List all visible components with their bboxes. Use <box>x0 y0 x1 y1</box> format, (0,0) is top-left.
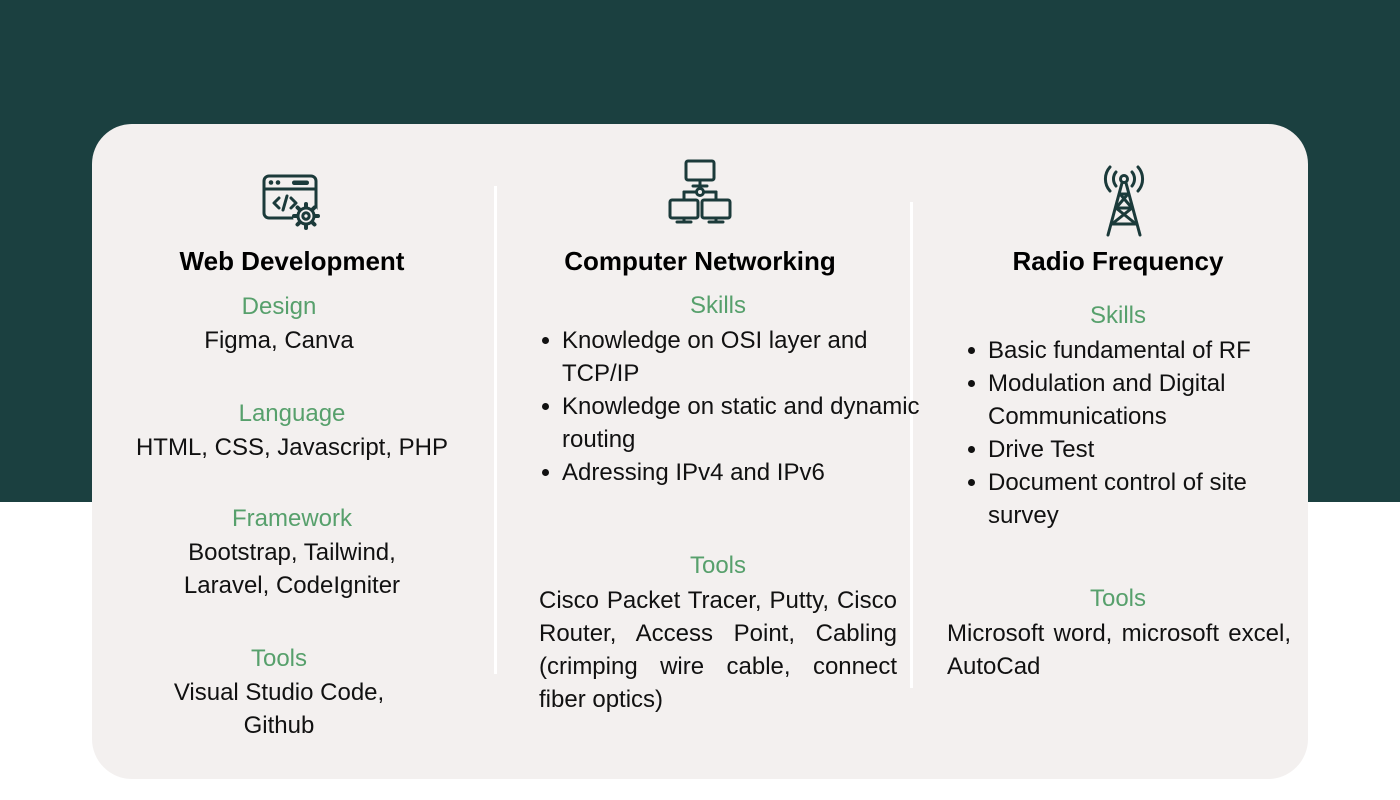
column-title: Web Development <box>179 246 405 276</box>
design-tools-text: Figma, Canva <box>204 327 354 354</box>
web-development-icon <box>262 174 320 230</box>
network-icon <box>668 159 732 224</box>
networking-tools-text: Cisco Packet Tracer, Putty, Cisco Router… <box>539 587 897 713</box>
section-heading-design: Design <box>241 293 317 320</box>
list-item: Basic fundamental of RF <box>968 334 1318 367</box>
section-heading-language: Language <box>238 400 346 427</box>
web-tools-text: Visual Studio Code, Github <box>173 679 385 739</box>
list-item: Drive Test <box>968 433 1318 466</box>
column-divider <box>494 186 497 674</box>
section-heading-skills: Skills <box>689 292 746 319</box>
list-item: Knowledge on OSI layer and TCP/IP <box>542 324 922 390</box>
column-divider <box>910 202 913 688</box>
section-heading-framework: Framework <box>231 505 352 532</box>
list-item: Document control of site survey <box>968 466 1318 532</box>
language-text: HTML, CSS, Javascript, PHP <box>135 434 449 461</box>
list-item: Adressing IPv4 and IPv6 <box>542 456 922 489</box>
section-heading-tools: Tools <box>689 552 747 579</box>
skills-card: Web Development Design Figma, Canva Lang… <box>92 124 1308 779</box>
section-heading-tools: Tools <box>250 645 308 672</box>
framework-text: Bootstrap, Tailwind, Laravel, CodeIgnite… <box>183 539 401 599</box>
radio-tower-icon <box>1103 165 1145 237</box>
list-item: Knowledge on static and dynamic routing <box>542 390 922 456</box>
list-item: Modulation and Digital Communications <box>968 367 1318 433</box>
section-heading-skills: Skills <box>1089 302 1146 329</box>
section-heading-tools: Tools <box>1089 585 1147 612</box>
rf-tools-text: Microsoft word, microsoft excel, AutoCad <box>947 620 1291 680</box>
column-title: Radio Frequency <box>1012 246 1224 276</box>
column-title: Computer Networking <box>564 246 836 276</box>
